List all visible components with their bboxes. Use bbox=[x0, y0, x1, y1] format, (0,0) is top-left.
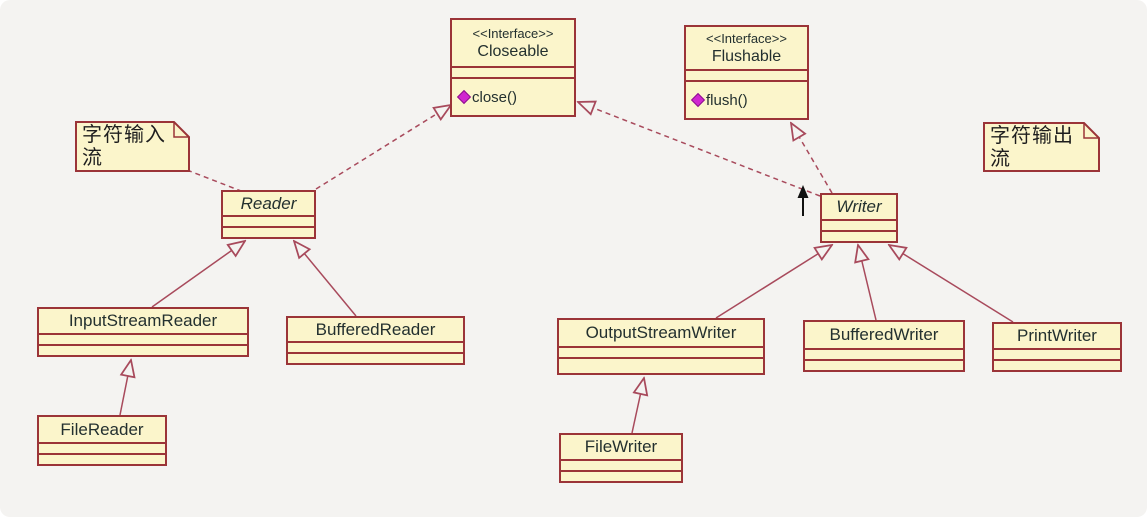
methods-compartment bbox=[223, 226, 314, 237]
methods-compartment bbox=[39, 344, 247, 355]
class-name: OutputStreamWriter bbox=[585, 323, 737, 342]
interface-flushable[interactable]: <<Interface>> Flushable flush() bbox=[684, 25, 809, 120]
generalization-inputstreamreader-reader[interactable] bbox=[151, 241, 245, 308]
attributes-compartment bbox=[288, 341, 463, 352]
methods-compartment bbox=[39, 453, 165, 464]
methods-compartment bbox=[288, 352, 463, 363]
interface-flushable-header: <<Interface>> Flushable bbox=[686, 27, 807, 69]
class-name: BufferedWriter bbox=[829, 325, 939, 344]
attributes-compartment bbox=[561, 459, 681, 470]
class-name: Reader bbox=[240, 193, 297, 213]
attributes-compartment bbox=[822, 219, 896, 230]
class-reader[interactable]: Reader bbox=[221, 190, 316, 239]
attributes-compartment bbox=[452, 66, 574, 77]
public-method-icon bbox=[456, 89, 472, 105]
class-outputstreamwriter[interactable]: OutputStreamWriter bbox=[557, 318, 765, 375]
generalization-outputstreamwriter-writer[interactable] bbox=[715, 245, 832, 319]
generalization-filereader-inputstreamreader[interactable] bbox=[119, 360, 131, 416]
class-name: Writer bbox=[836, 197, 882, 216]
attributes-compartment bbox=[39, 442, 165, 453]
methods-compartment bbox=[805, 359, 963, 370]
methods-compartment bbox=[561, 470, 681, 481]
generalization-filewriter-outputstreamwriter[interactable] bbox=[631, 378, 644, 434]
methods-compartment bbox=[559, 357, 763, 373]
realization-reader-closeable[interactable] bbox=[315, 105, 451, 190]
note-char-input-stream[interactable]: 字符输入流 bbox=[75, 121, 190, 172]
note-shape bbox=[75, 121, 190, 172]
class-name: BufferedReader bbox=[315, 319, 436, 339]
interface-name: Closeable bbox=[477, 42, 549, 60]
class-filereader[interactable]: FileReader bbox=[37, 415, 167, 466]
cursor-arrow-icon bbox=[797, 185, 809, 216]
interface-name: Flushable bbox=[711, 47, 782, 65]
methods-compartment bbox=[994, 359, 1120, 370]
generalization-bufferedwriter-writer[interactable] bbox=[858, 245, 877, 321]
class-writer[interactable]: Writer bbox=[820, 193, 898, 243]
realization-writer-flushable[interactable] bbox=[791, 123, 833, 194]
class-printwriter[interactable]: PrintWriter bbox=[992, 322, 1122, 372]
interface-closeable-header: <<Interface>> Closeable bbox=[452, 20, 574, 66]
attributes-compartment bbox=[686, 69, 807, 80]
class-name: FileReader bbox=[60, 419, 144, 439]
class-filewriter[interactable]: FileWriter bbox=[559, 433, 683, 483]
attributes-compartment bbox=[223, 215, 314, 226]
stereotype-label: <<Interface>> bbox=[472, 25, 554, 41]
class-name: PrintWriter bbox=[1017, 326, 1097, 345]
generalization-printwriter-writer[interactable] bbox=[889, 245, 1014, 323]
interface-closeable[interactable]: <<Interface>> Closeable close() bbox=[450, 18, 576, 117]
methods-compartment bbox=[822, 230, 896, 241]
method-label: flush() bbox=[706, 91, 748, 109]
attributes-compartment bbox=[559, 346, 763, 357]
class-inputstreamreader[interactable]: InputStreamReader bbox=[37, 307, 249, 357]
attributes-compartment bbox=[805, 348, 963, 359]
class-bufferedreader[interactable]: BufferedReader bbox=[286, 316, 465, 365]
method-label: close() bbox=[472, 88, 518, 106]
note-anchor-line[interactable] bbox=[186, 169, 242, 192]
stereotype-label: <<Interface>> bbox=[706, 30, 787, 46]
attributes-compartment bbox=[994, 348, 1120, 359]
public-method-icon bbox=[690, 92, 706, 108]
realization-writer-closeable[interactable] bbox=[578, 102, 821, 197]
note-char-output-stream[interactable]: 字符输出流 bbox=[983, 122, 1100, 172]
methods-compartment: close() bbox=[452, 77, 574, 115]
note-text: 字符输出流 bbox=[990, 125, 1074, 170]
methods-compartment: flush() bbox=[686, 80, 807, 118]
attributes-compartment bbox=[39, 333, 247, 344]
note-text: 字符输入流 bbox=[82, 124, 166, 169]
class-name: FileWriter bbox=[584, 437, 658, 456]
generalization-bufferedreader-reader[interactable] bbox=[294, 241, 357, 317]
class-bufferedwriter[interactable]: BufferedWriter bbox=[803, 320, 965, 372]
class-name: InputStreamReader bbox=[68, 311, 218, 330]
note-shape bbox=[983, 122, 1100, 172]
